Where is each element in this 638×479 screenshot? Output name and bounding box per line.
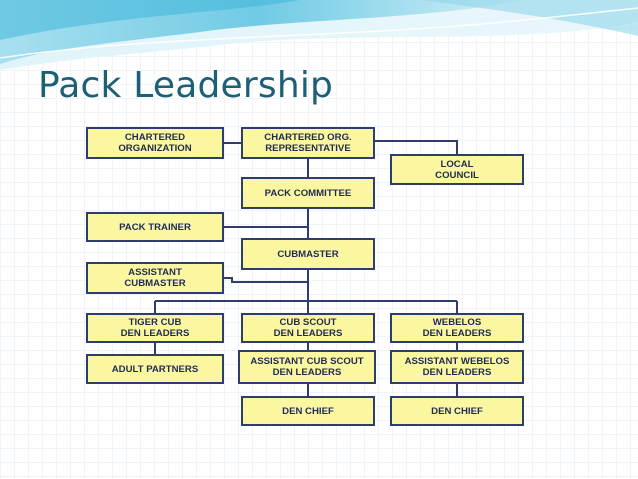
node-label: PACK TRAINER (119, 221, 191, 233)
node-local-council: LOCAL COUNCIL (390, 154, 524, 185)
node-cub-scout-den-leaders: CUB SCOUT DEN LEADERS (241, 313, 375, 343)
node-chartered-org-representative: CHARTERED ORG. REPRESENTATIVE (241, 127, 375, 159)
node-label: PACK COMMITTEE (264, 187, 352, 199)
node-assistant-cubmaster: ASSISTANT CUBMASTER (86, 262, 224, 294)
node-pack-trainer: PACK TRAINER (86, 212, 224, 242)
node-label: CUB SCOUT DEN LEADERS (273, 317, 343, 339)
slide-title: Pack Leadership (38, 65, 334, 106)
node-cubmaster: CUBMASTER (241, 238, 375, 270)
node-label: CUBMASTER (277, 248, 339, 260)
node-tiger-cub-den-leaders: TIGER CUB DEN LEADERS (86, 313, 224, 343)
header-wave-decoration (0, 0, 638, 70)
node-label: DEN CHIEF (282, 405, 334, 417)
node-adult-partners: ADULT PARTNERS (86, 354, 224, 384)
node-label: ASSISTANT CUB SCOUT DEN LEADERS (250, 356, 364, 378)
node-label: CHARTERED ORGANIZATION (118, 132, 192, 154)
node-chartered-organization: CHARTERED ORGANIZATION (86, 127, 224, 159)
node-label: TIGER CUB DEN LEADERS (120, 317, 190, 339)
node-den-chief-cub-scout: DEN CHIEF (241, 396, 375, 426)
node-label: ADULT PARTNERS (111, 363, 199, 375)
node-assistant-cub-scout-den-leaders: ASSISTANT CUB SCOUT DEN LEADERS (238, 350, 376, 384)
node-label: ASSISTANT WEBELOS DEN LEADERS (404, 356, 510, 378)
connector-rep-council (375, 140, 458, 154)
node-den-chief-webelos: DEN CHIEF (390, 396, 524, 426)
node-label: DEN CHIEF (431, 405, 483, 417)
node-label: LOCAL COUNCIL (435, 158, 479, 181)
node-label: WEBELOS DEN LEADERS (422, 317, 492, 339)
node-pack-committee: PACK COMMITTEE (241, 177, 375, 209)
node-label: ASSISTANT CUBMASTER (124, 267, 186, 289)
node-assistant-webelos-den-leaders: ASSISTANT WEBELOS DEN LEADERS (390, 350, 524, 384)
connector-assistant-cubmaster (224, 277, 308, 283)
node-webelos-den-leaders: WEBELOS DEN LEADERS (390, 313, 524, 343)
node-label: CHARTERED ORG. REPRESENTATIVE (264, 132, 352, 154)
